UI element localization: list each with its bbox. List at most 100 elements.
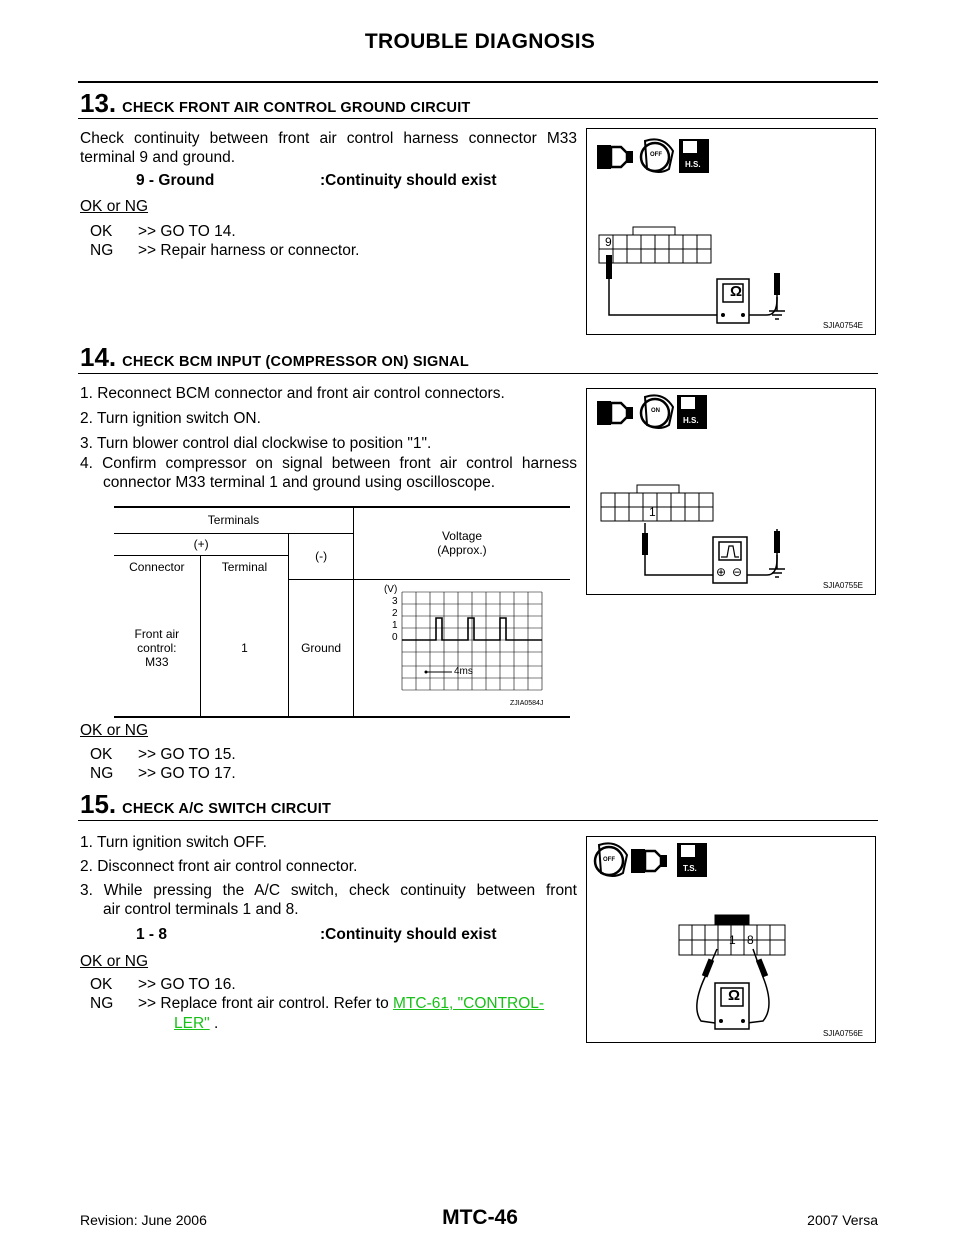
section-14-ok-ng: OK or NG (80, 722, 149, 739)
terminal-header: Terminal (200, 555, 290, 579)
section-14-ng-row: NG>> GO TO 17. (90, 764, 236, 784)
off-label: OFF (650, 152, 662, 158)
footer-revision: Revision: June 2006 (80, 1212, 207, 1228)
ng-action: >> GO TO 17. (138, 765, 236, 782)
section-15-spec-result: :Continuity should exist (320, 926, 497, 943)
ohmmeter-icon (714, 982, 750, 1030)
ohm-symbol: Ω (730, 283, 743, 300)
row-terminal: 1 (200, 579, 290, 717)
terminal-side-icon (677, 843, 707, 877)
scope-time: 4ms (453, 665, 473, 677)
ohmmeter-icon (716, 278, 750, 324)
off-label: OFF (603, 857, 615, 863)
section-15-step-3: 3. While pressing the A/C switch, check … (80, 882, 577, 899)
minus-symbol: ⊖ (732, 565, 743, 579)
section-13-rule (78, 118, 878, 119)
row-connector-line2: M33 (145, 654, 169, 669)
probe-icon (606, 255, 612, 279)
section-15-step-1: 1. Turn ignition switch OFF. (80, 834, 267, 851)
figure-15-code: SJIA0756E (822, 1029, 863, 1038)
ng-label: NG (90, 995, 114, 1012)
waveform-trace (401, 616, 542, 641)
section-13-ng-row: NG >> Repair harness or connector. (90, 241, 359, 261)
figure-15-terminal-a: 1 (729, 933, 736, 947)
section-14-rule (78, 373, 878, 374)
section-15-ng-row: NG>> Replace front air control. Refer to… (90, 994, 578, 1014)
section-13-spec-terminals: 9 - Ground (136, 172, 215, 189)
section-15-ng-row-cont: LER" . (174, 1014, 218, 1034)
figure-15-terminal-b: 8 (747, 933, 754, 947)
section-15-heading: 15.CHECK A/C SWITCH CIRCUIT (80, 789, 331, 820)
ok-label: OK (90, 223, 113, 240)
on-label: ON (651, 408, 660, 414)
section-15-spec-terminals: 1 - 8 (136, 926, 168, 943)
figure-15-diagram (593, 842, 786, 1030)
section-14-step-4-cont: connector M33 terminal 1 and ground usin… (103, 474, 496, 491)
voltage-header-line2: (Approx.) (437, 543, 487, 558)
connector-icon (597, 145, 633, 169)
section-13-ok-ng: OK or NG (80, 198, 149, 215)
hs-label: H.S. (685, 160, 701, 169)
section-15-step-2: 2. Disconnect front air control connecto… (80, 858, 358, 875)
figure-13: 9 Ω OFF H.S. SJIA0754E (586, 128, 876, 335)
section-14-step-3: 3. Turn blower control dial clockwise to… (80, 435, 432, 452)
ok-action: >> GO TO 16. (138, 976, 236, 993)
header-rule (78, 81, 878, 83)
terminals-header: Terminals (114, 507, 354, 534)
footer-model: 2007 Versa (807, 1212, 878, 1228)
ng-tail: . (209, 1015, 219, 1032)
scope-tick-1: 1 (391, 619, 398, 631)
section-14-number: 14. (80, 342, 117, 372)
scope-tick-0: 0 (391, 631, 398, 643)
connector-icon (597, 401, 633, 425)
controller-reference-link[interactable]: MTC-61, "CONTROL- (393, 995, 545, 1012)
footer-page-number: MTC-46 (442, 1206, 518, 1229)
connector-header: Connector (114, 555, 201, 579)
hs-label: H.S. (683, 416, 699, 425)
voltage-table: Terminals Voltage (Approx.) (+) (-) Conn… (114, 506, 570, 718)
scope-tick-2: 2 (391, 607, 398, 619)
connector-face (598, 226, 712, 264)
section-14-heading: 14. CHECK BCM INPUT (COMPRESSOR ON) SIGNA… (80, 342, 469, 373)
oscilloscope-icon (712, 536, 748, 584)
ground-icon (769, 297, 785, 320)
harness-side-icon (679, 139, 709, 173)
plus-symbol: ⊕ (716, 565, 727, 579)
figure-15: 1 8 Ω OFF T.S. SJIA0756E (586, 836, 876, 1043)
figure-13-code: SJIA0754E (822, 321, 863, 330)
section-15-ok-row: OK >> GO TO 16. (90, 975, 236, 995)
row-connector-line1: Front air control: (134, 626, 180, 655)
ok-label: OK (90, 746, 113, 763)
ok-action: >> GO TO 15. (138, 746, 236, 763)
section-13-heading: 13.CHECK FRONT AIR CONTROL GROUND CIRCUI… (80, 88, 471, 119)
ng-action: >> Repair harness or connector. (138, 242, 360, 259)
section-13-instruction-line2: terminal 9 and ground. (80, 149, 236, 166)
page-title: TROUBLE DIAGNOSIS (364, 30, 596, 53)
section-14-title: CHECK BCM INPUT (COMPRESSOR ON) SIGNAL (122, 354, 469, 370)
ok-label: OK (90, 976, 113, 993)
section-15-rule (78, 820, 878, 821)
scope-tick-3: 3 (391, 595, 398, 607)
ignition-off-icon (593, 842, 629, 877)
section-14-step-2: 2. Turn ignition switch ON. (80, 410, 261, 427)
connector-icon (631, 849, 667, 873)
figure-14: 1 ⊕ ⊖ ON H.S. SJIA0755E (586, 388, 876, 595)
scope-unit: (V) (383, 583, 398, 595)
section-14-ok-row: OK >> GO TO 15. (90, 745, 236, 765)
section-15-step-3-cont: air control terminals 1 and 8. (103, 901, 299, 918)
controller-reference-link-cont[interactable]: LER" (174, 1015, 210, 1032)
voltage-header-line1: Voltage (441, 529, 482, 544)
section-13-number: 13. (80, 88, 117, 118)
ng-label: NG (90, 242, 114, 259)
minus-header: (-) (288, 533, 354, 580)
figure-13-diagram (597, 138, 785, 324)
section-15-ok-ng: OK or NG (80, 953, 149, 970)
plus-header: (+) (114, 533, 290, 556)
ground-icon (769, 555, 785, 578)
section-14-step-4: 4. Confirm compressor on signal between … (80, 455, 577, 472)
oscilloscope-waveform: (V) 3 2 1 0 4ms ZJIA0584J (354, 582, 570, 714)
section-15-number: 15. (80, 789, 117, 819)
ignition-off-icon (639, 138, 675, 173)
ignition-on-icon (639, 394, 675, 429)
waveform-cell: (V) 3 2 1 0 4ms ZJIA0584J (353, 579, 570, 717)
